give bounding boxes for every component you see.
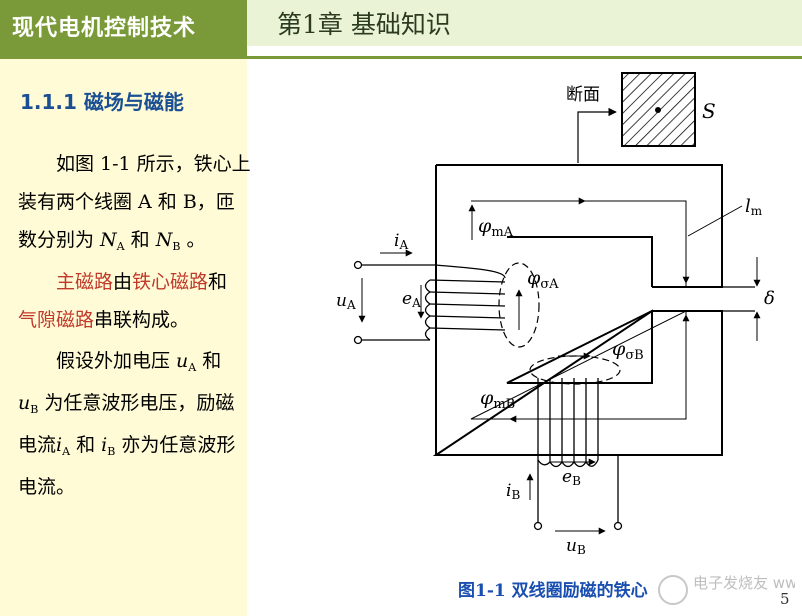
phi-sigmaA-label: φσA: [527, 267, 559, 292]
phi-mB-label: φmB: [480, 387, 515, 412]
iB-label: iB: [506, 481, 520, 502]
uB-label: uB: [566, 536, 586, 557]
chapter-title: 第1章 基础知识: [277, 10, 451, 39]
terminal-A1: [353, 260, 363, 270]
coil-A: [358, 264, 506, 341]
eA-label: eA: [402, 289, 421, 310]
watermark-text: 电子发烧友 www.elecfans.com: [693, 574, 795, 592]
paragraph-line: uB 为任意波形电压，励磁: [18, 392, 235, 416]
coil-B: [537, 378, 619, 522]
length-label: lm: [745, 196, 763, 218]
leakage-flux-B: [529, 355, 621, 385]
leakage-flux-A: [498, 262, 540, 348]
eB-label: eB: [562, 467, 581, 488]
paragraph-line: 如图 1-1 所示，铁心上: [56, 153, 251, 175]
header-divider: [247, 56, 802, 59]
paragraph-line: 数分别为 NA 和 NB 。: [18, 229, 206, 253]
course-banner: 现代电机控制技术: [0, 0, 247, 59]
figure-caption: 图1-1 双线圈励磁的铁心: [458, 581, 648, 601]
paragraph-line: 主磁路由铁心磁路和: [56, 271, 228, 293]
course-title: 现代电机控制技术: [12, 16, 197, 41]
phi-mA-label: φmA: [478, 215, 514, 240]
section-pointer: [577, 107, 617, 163]
iron-core-figure: S 断面 δ lm φmA φmB φσA φσB: [336, 72, 775, 557]
paragraph-line: 装有两个线圈 A 和 B，匝: [18, 191, 235, 213]
terminal-B1: [533, 521, 543, 531]
paragraph-line: 电流iA 和 iB 亦为任意波形: [18, 434, 236, 458]
core-inner-window: [506, 236, 653, 384]
iA-label: iA: [394, 231, 408, 252]
section-title: 1.1.1 磁场与磁能: [20, 90, 184, 114]
section-label: 断面: [566, 85, 600, 105]
area-label: S: [702, 99, 716, 123]
cross-section-square: [621, 72, 696, 147]
paragraph-line: 气隙磁路串联构成。: [18, 309, 190, 331]
page-number: 5: [780, 590, 790, 608]
phi-sigmaB-label: φσB: [612, 338, 644, 363]
paragraph-line: 电流。: [18, 476, 76, 498]
watermark-logo-icon: [658, 575, 688, 605]
flux-dot: [655, 107, 661, 113]
paragraph-line: 假设外加电压 uA 和: [56, 350, 222, 374]
gap-label: δ: [764, 288, 775, 309]
terminal-B2: [613, 521, 623, 531]
uA-label: uA: [336, 291, 356, 312]
terminal-A2: [353, 335, 363, 345]
core-outer-outline: [432, 164, 723, 456]
chapter-header-bar: [247, 0, 802, 46]
length-leader: [687, 205, 743, 237]
sidebar-panel: [0, 0, 247, 616]
site-watermark: 电子发烧友 www.elecfans.com: [658, 574, 795, 605]
